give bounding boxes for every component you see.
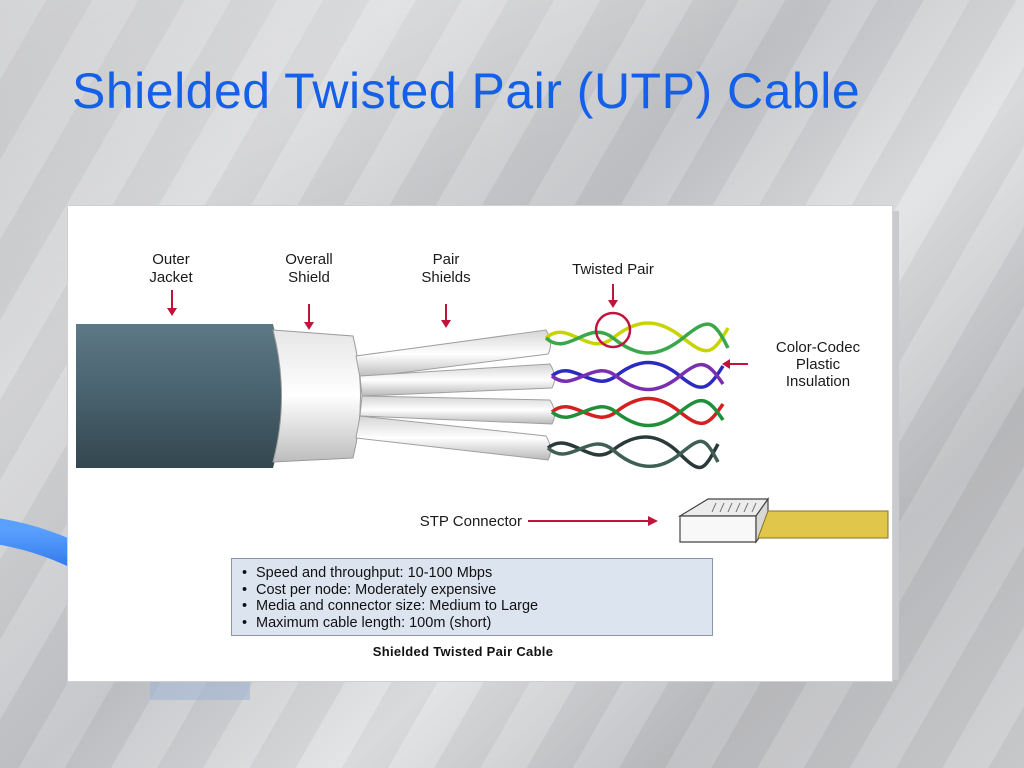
label-pair-shields: Pair Shields xyxy=(421,251,470,286)
spec-item: •Speed and throughput: 10-100 Mbps xyxy=(242,565,493,581)
spec-item: •Cost per node: Moderately expensive xyxy=(242,581,497,598)
figure-caption: Shielded Twisted Pair Cable xyxy=(372,644,554,659)
label-overall-shield-line1: Overall xyxy=(285,251,333,268)
label-overall-shield: Overall Shield xyxy=(285,251,333,286)
spec-item-text: Cost per node: Moderately expensive xyxy=(256,581,497,598)
specs-box: •Speed and throughput: 10-100 Mbps •Cost… xyxy=(231,558,713,636)
stp-connector-arrow xyxy=(528,516,658,526)
label-outer-jacket-line1: Outer xyxy=(152,251,190,268)
label-outer-jacket-line2: Jacket xyxy=(149,269,193,286)
cable-illustration: Outer Jacket Overall Shield Pair Shields… xyxy=(76,251,889,544)
label-pair-shields-line1: Pair xyxy=(433,251,460,268)
spec-item-text: Media and connector size: Medium to Larg… xyxy=(256,598,539,614)
specs-list: •Speed and throughput: 10-100 Mbps •Cost… xyxy=(242,565,702,631)
twisted-pair-3 xyxy=(550,396,725,428)
twisted-pair-1 xyxy=(544,321,730,355)
twisted-pair-highlight-circle xyxy=(594,311,632,349)
spec-item-text: Speed and throughput: 10-100 Mbps xyxy=(256,565,493,581)
label-color-coded-line1: Color-Codec xyxy=(776,339,861,356)
slide-title: Shielded Twisted Pair (UTP) Cable xyxy=(72,63,861,119)
spec-item: •Maximum cable length: 100m (short) xyxy=(242,614,492,631)
label-color-coded-line3: Insulation xyxy=(786,373,850,390)
spec-item: •Media and connector size: Medium to Lar… xyxy=(242,598,539,614)
twisted-pair-2 xyxy=(550,360,725,392)
label-stp-connector: STP Connector xyxy=(420,513,522,530)
stp-connector-plug xyxy=(677,497,889,544)
label-color-coded: Color-Codec Plastic Insulation xyxy=(776,339,861,390)
pointer-arrows xyxy=(167,284,618,330)
overall-shield-shape xyxy=(272,329,361,463)
pair-shield-tubes xyxy=(355,329,556,461)
label-twisted-pair: Twisted Pair xyxy=(572,261,654,278)
stp-cable-diagram: Outer Jacket Overall Shield Pair Shields… xyxy=(67,205,893,682)
label-color-coded-line2: Plastic xyxy=(796,356,841,373)
label-pair-shields-line2: Shields xyxy=(421,269,470,286)
label-outer-jacket: Outer Jacket xyxy=(149,251,193,286)
spec-item-text: Maximum cable length: 100m (short) xyxy=(256,614,492,631)
outer-jacket-shape xyxy=(76,324,283,468)
label-overall-shield-line2: Shield xyxy=(288,269,330,286)
twisted-pair-4 xyxy=(546,435,720,470)
color-coded-arrow xyxy=(722,359,748,369)
